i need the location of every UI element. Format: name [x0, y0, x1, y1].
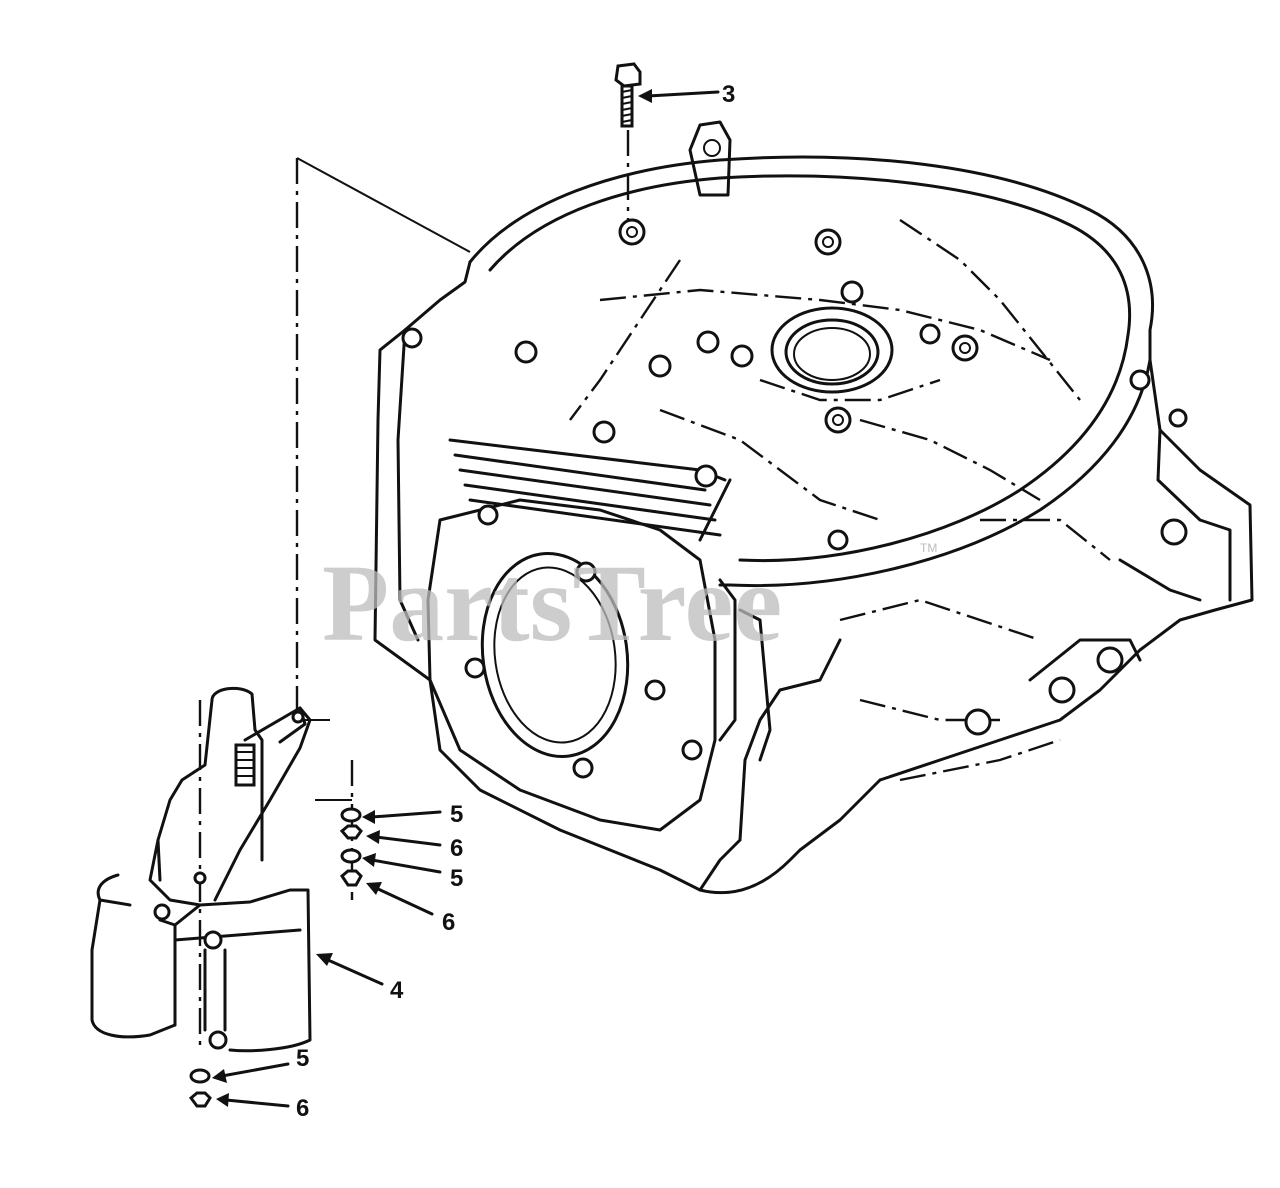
- watermark-text: PartsTree: [322, 542, 782, 664]
- bolt: [614, 62, 642, 128]
- mounting-bosses: [401, 218, 1188, 736]
- crankshaft-opening: [770, 306, 894, 394]
- callout-6-upper: 6: [450, 835, 463, 862]
- callout-6-middle: 6: [442, 909, 455, 936]
- starter-motor: [90, 686, 312, 1053]
- engine-block: [373, 120, 1254, 895]
- callout-5-upper: 5: [450, 801, 463, 828]
- callout-arrows: [212, 89, 720, 1108]
- callout-4: 4: [390, 977, 404, 1004]
- cylinder-fins: [448, 438, 732, 542]
- cylinder-bore: [426, 498, 772, 832]
- callout-5-lower: 5: [296, 1045, 309, 1072]
- callout-5-middle: 5: [450, 865, 463, 892]
- callout-labels: 3 4 5 6 5 6 5 6: [296, 81, 735, 1122]
- partstree-watermark: PartsTree TM: [322, 541, 937, 664]
- washers-and-nuts: [188, 807, 363, 1108]
- callout-3: 3: [722, 81, 735, 108]
- callout-6-lower: 6: [296, 1095, 309, 1122]
- watermark-trademark: TM: [920, 541, 937, 555]
